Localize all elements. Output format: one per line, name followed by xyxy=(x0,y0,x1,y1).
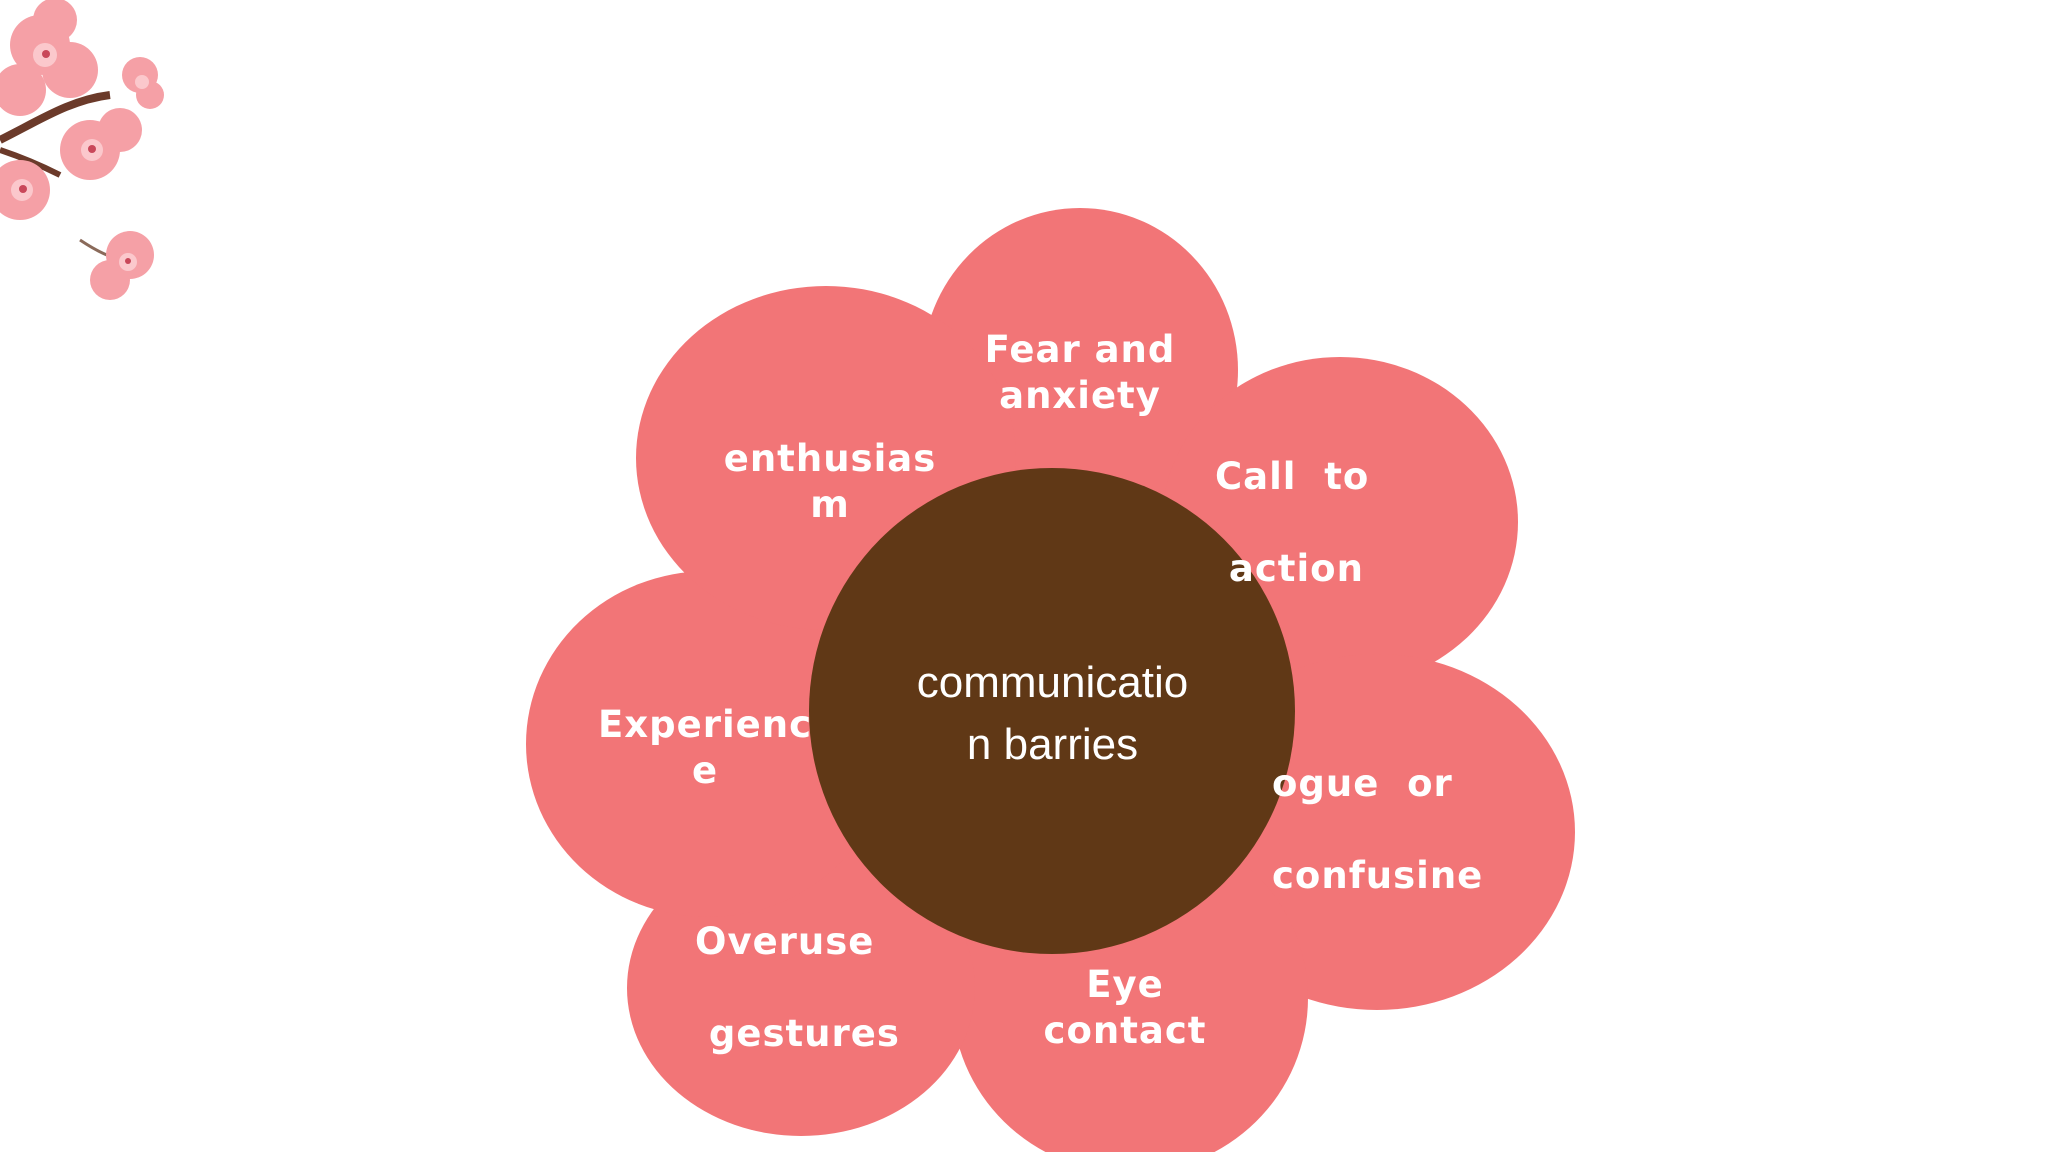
center-label: communicatio n barries xyxy=(916,658,1189,769)
petal-experience xyxy=(526,571,890,917)
petal-label-eye-contact: Eye contact xyxy=(1043,963,1207,1052)
petal-label-overuse: Overuse gestures xyxy=(695,920,900,1055)
cherry-blossom-icon xyxy=(0,0,164,300)
petal-label-vague: ogue or confusine xyxy=(1272,762,1484,897)
petal-label-fear: Fear and anxiety xyxy=(984,328,1176,417)
petal-label-experience: Experienc e xyxy=(597,703,813,792)
petal-label-enthusiasm: enthusias m xyxy=(723,437,937,526)
petal-label-call-to-action: Call to action xyxy=(1215,455,1370,590)
center-circle xyxy=(809,468,1295,954)
